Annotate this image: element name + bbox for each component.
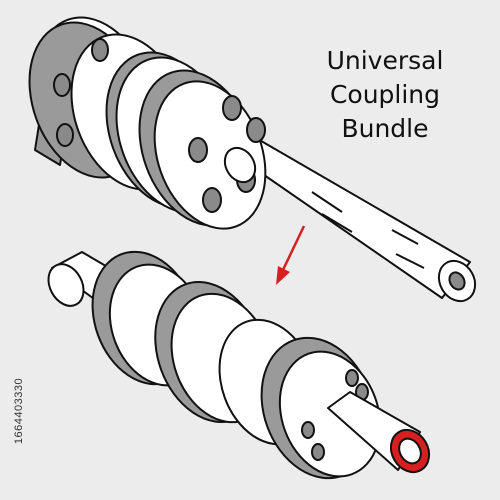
stock-id-watermark: 1664403330 [13, 377, 26, 445]
title-block: Universal Coupling Bundle [290, 44, 480, 146]
top-hub [28, 16, 267, 230]
title-line-2: Coupling [329, 80, 441, 109]
top-shaft [227, 137, 477, 303]
top-coupling [28, 16, 477, 303]
bottom-coupling [47, 250, 431, 480]
title-line-1: Universal [326, 46, 444, 75]
arrow-down-left-icon [276, 225, 306, 285]
bottom-front-shaft [327, 391, 431, 474]
title-line-3: Bundle [341, 114, 429, 143]
bottom-body [91, 250, 382, 480]
